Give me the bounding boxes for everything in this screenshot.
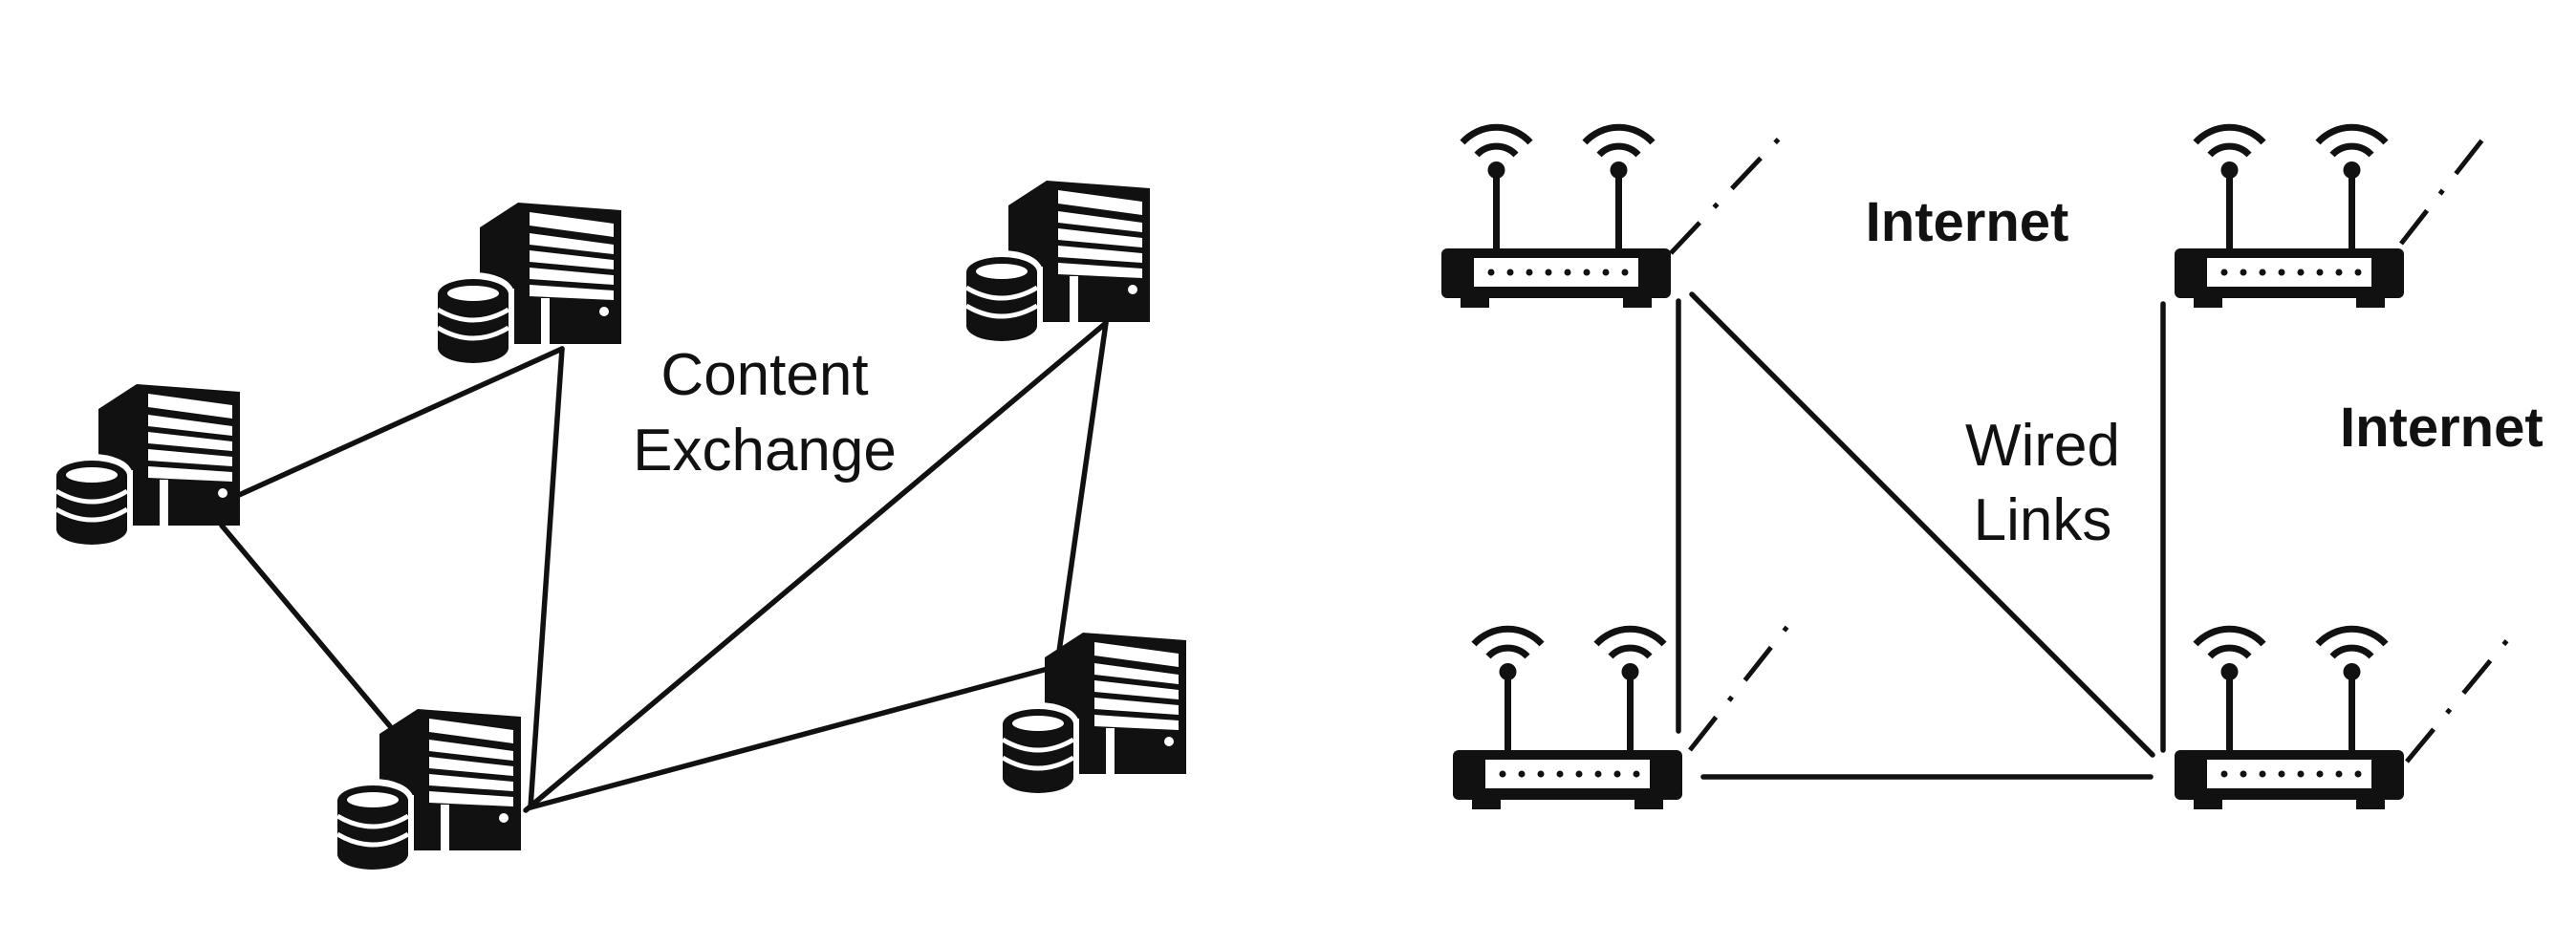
internet-label-top: Internet: [1866, 191, 2069, 253]
internet-uplink-router-3: [1688, 617, 1795, 752]
content-exchange-label-line2: Exchange: [633, 418, 897, 484]
router-4-icon: [2175, 629, 2404, 809]
router-3-icon: [1453, 629, 1682, 809]
router-2-icon: [2175, 127, 2404, 308]
link-server-a-server-b: [236, 346, 565, 498]
server-e-icon: [1003, 633, 1186, 794]
internet-uplink-router-1: [1669, 132, 1786, 255]
server-d-icon: [966, 181, 1150, 342]
link-server-c-server-e: [528, 666, 1050, 810]
link-server-d-server-c: [523, 320, 1109, 813]
link-server-d-server-e: [1056, 320, 1109, 655]
internet-uplink-router-2: [2399, 132, 2489, 246]
router-1-icon: [1441, 127, 1671, 308]
content-exchange-label-line1: Content: [660, 342, 868, 408]
internet-label-right: Internet: [2340, 397, 2544, 459]
link-server-b-server-c: [528, 346, 565, 810]
internet-uplink-router-4: [2405, 627, 2519, 763]
server-c-icon: [337, 709, 521, 871]
wired-links-label-line2: Links: [1974, 487, 2112, 553]
server-a-icon: [56, 384, 240, 546]
server-b-icon: [438, 203, 621, 364]
content-exchange-panel: Content Exchange: [56, 181, 1186, 871]
link-server-a-server-c: [219, 523, 393, 729]
wired-link-diagonal: [1689, 291, 2155, 758]
wired-links-label-line1: Wired: [1965, 413, 2120, 479]
wired-links-panel: Internet Internet Wired Links: [1441, 127, 2544, 809]
